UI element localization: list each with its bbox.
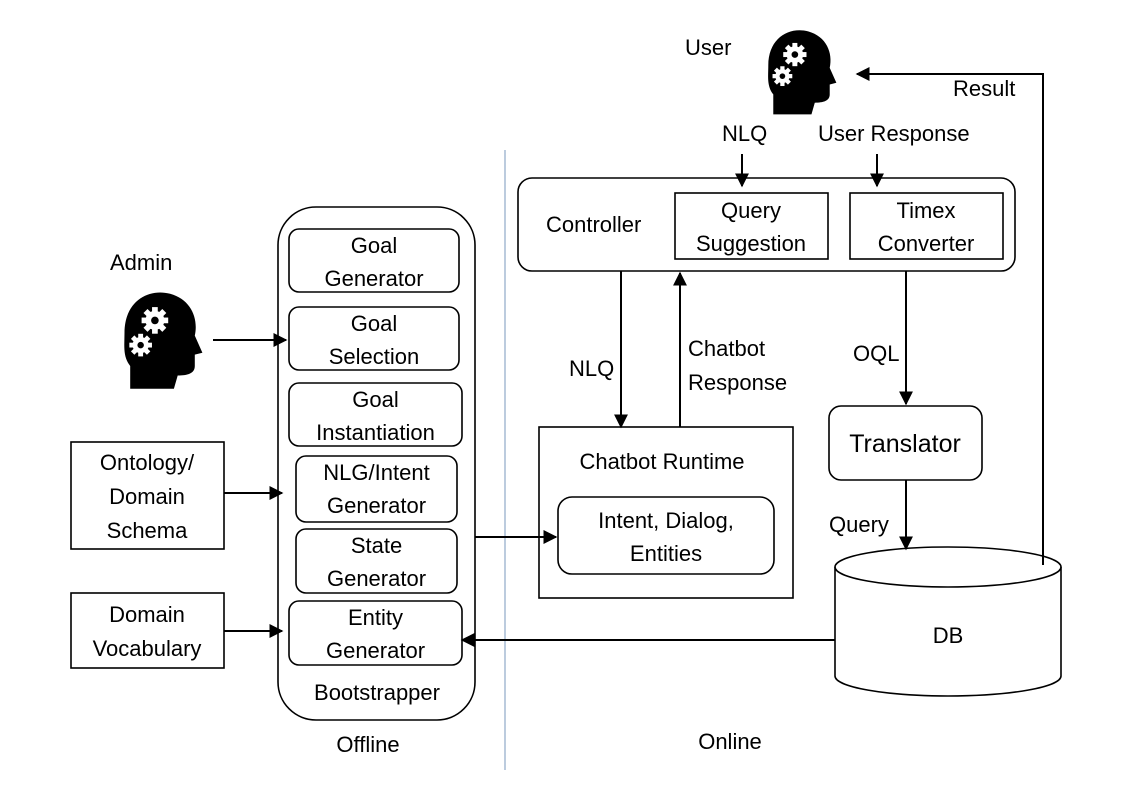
entity-generator-line2: Generator <box>326 638 425 663</box>
goal-generator-line1: Goal <box>351 233 397 258</box>
state-generator-line2: Generator <box>327 566 426 591</box>
ontology-line2: Domain <box>109 484 185 509</box>
nlq-top-label: NLQ <box>722 121 767 146</box>
db-label: DB <box>933 623 964 648</box>
user-head-icon <box>768 30 836 114</box>
offline-label: Offline <box>336 732 399 757</box>
bootstrapper-label: Bootstrapper <box>314 680 440 705</box>
state-generator-line1: State <box>351 533 402 558</box>
vocabulary-line2: Vocabulary <box>93 636 202 661</box>
timex-converter-box <box>849 192 1004 260</box>
controller-label: Controller <box>546 212 641 237</box>
goal-selection-box <box>288 306 460 371</box>
timex-converter-line2: Converter <box>878 231 975 256</box>
user-label: User <box>685 35 731 60</box>
translator-label: Translator <box>849 430 961 458</box>
nlg-intent-generator-line2: Generator <box>327 493 426 518</box>
state-generator-box <box>295 528 458 594</box>
admin-label: Admin <box>110 250 172 275</box>
goal-instantiation-line2: Instantiation <box>316 420 435 445</box>
chatbot-response-line2: Response <box>688 370 787 395</box>
user-response-label: User Response <box>818 121 970 146</box>
result-label: Result <box>953 76 1015 101</box>
vocabulary-box <box>70 592 225 669</box>
intent-dialog-box <box>557 496 775 575</box>
db-cylinder-body <box>834 567 1062 697</box>
chatbot-runtime-label: Chatbot Runtime <box>579 449 744 474</box>
query-suggestion-box <box>674 192 829 260</box>
ontology-box <box>70 441 225 550</box>
vocabulary-line1: Domain <box>109 602 185 627</box>
online-label: Online <box>698 729 762 754</box>
goal-generator-line2: Generator <box>324 266 423 291</box>
intent-dialog-line2: Entities <box>630 541 702 566</box>
db-cylinder-top <box>834 546 1062 588</box>
query-suggestion-line2: Suggestion <box>696 231 806 256</box>
oql-label: OQL <box>853 341 899 366</box>
query-label: Query <box>829 512 889 537</box>
nlg-intent-generator-line1: NLG/Intent <box>323 460 429 485</box>
goal-selection-line1: Goal <box>351 311 397 336</box>
intent-dialog-line1: Intent, Dialog, <box>598 508 734 533</box>
query-suggestion-line1: Query <box>721 198 781 223</box>
admin-head-icon <box>124 293 202 389</box>
ontology-line1: Ontology/ <box>100 450 195 475</box>
entity-generator-line1: Entity <box>348 605 403 630</box>
goal-instantiation-box <box>288 382 463 447</box>
timex-converter-line1: Timex <box>896 198 955 223</box>
goal-selection-line2: Selection <box>329 344 420 369</box>
result-arrow <box>855 67 1044 565</box>
goal-instantiation-line1: Goal <box>352 387 398 412</box>
goal-generator-box <box>288 228 460 293</box>
ontology-line3: Schema <box>107 518 188 543</box>
nlq-mid-label: NLQ <box>569 356 614 381</box>
chatbot-response-line1: Chatbot <box>688 336 765 361</box>
nlg-intent-generator-box <box>295 455 458 523</box>
